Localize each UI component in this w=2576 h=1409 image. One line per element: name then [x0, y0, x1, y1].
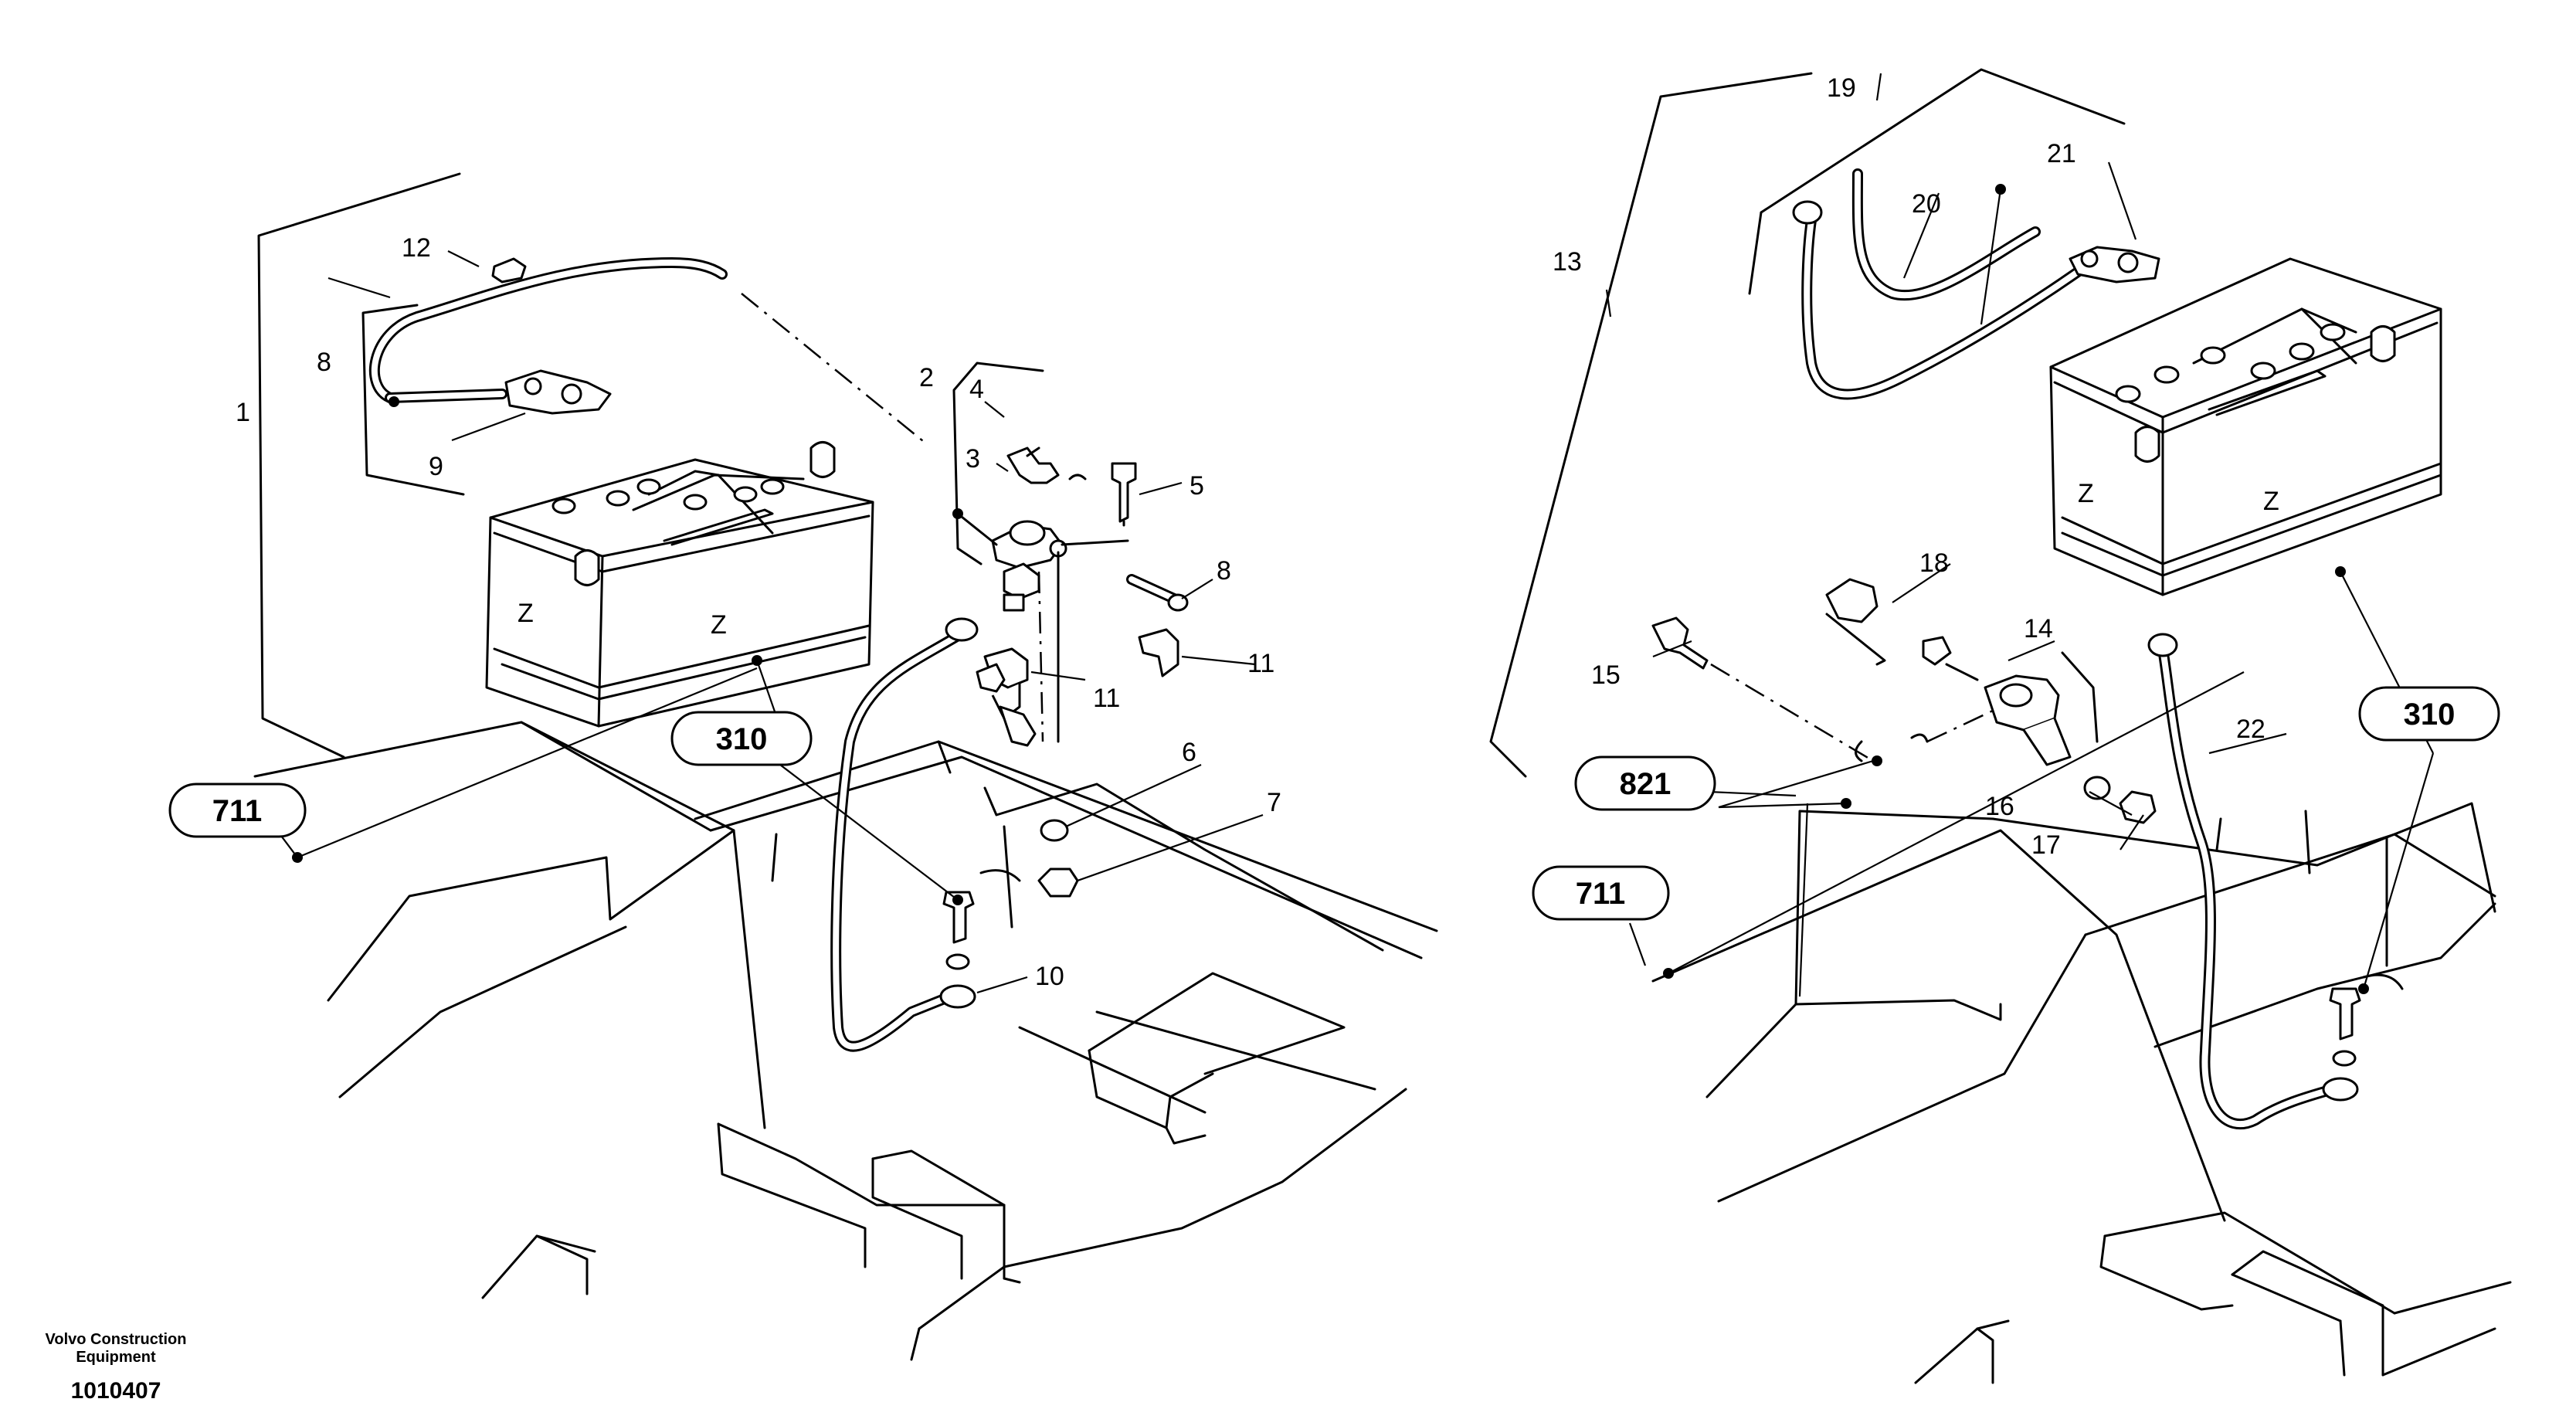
bracket-14 [2061, 651, 2099, 743]
label-22: 22 [2236, 715, 2265, 744]
left-view: Z Z [250, 172, 1438, 1361]
label-13: 13 [1553, 247, 1582, 277]
main-switch-right [1651, 578, 2157, 824]
right-machine-frame [1651, 802, 2512, 1384]
washer-right [2332, 1050, 2357, 1067]
label-12: 12 [402, 233, 431, 263]
label-18: 18 [1919, 548, 1949, 578]
label-1: 1 [236, 398, 250, 427]
company-name-line2: Equipment [76, 1349, 156, 1366]
bolt-310-left [942, 891, 975, 944]
terminal-cap-12 [491, 257, 527, 283]
company-name-line1: Volvo Construction [46, 1331, 187, 1348]
label-8-right: 8 [1217, 556, 1231, 586]
label-14: 14 [2024, 614, 2053, 643]
ref-310-right: 310 [2404, 698, 2456, 732]
bracket-13 [1489, 72, 1813, 778]
cable-19-right [1792, 168, 2160, 400]
label-11-left: 11 [1093, 684, 1120, 713]
label-9: 9 [429, 452, 443, 481]
label-6: 6 [1182, 738, 1196, 767]
bracket-19 [1760, 68, 2126, 214]
left-leaders [250, 250, 1264, 994]
label-19: 19 [1827, 73, 1856, 103]
cable-22-right [2147, 633, 2359, 1130]
battery-marking-right-2: Z [2263, 487, 2279, 516]
label-17: 17 [2031, 830, 2061, 860]
right-battery: Z Z [2049, 257, 2442, 596]
bracket-8 [361, 304, 465, 496]
label-4: 4 [969, 375, 984, 404]
item-numbers: 1 2 3 4 5 6 7 8 8 9 10 11 11 12 13 14 15… [236, 73, 2265, 991]
washer-10 [945, 953, 970, 970]
label-8-top: 8 [317, 348, 331, 377]
dash-line-top [741, 293, 928, 445]
label-2: 2 [919, 363, 934, 392]
bracket-2 [952, 362, 1044, 565]
connectors-left [976, 574, 1189, 747]
ref-821: 821 [1620, 767, 1672, 801]
ref-711-left: 711 [212, 794, 263, 828]
label-20: 20 [1912, 189, 1941, 219]
label-11-right: 11 [1247, 649, 1274, 678]
bracket-1 [257, 172, 461, 759]
label-16: 16 [1985, 792, 2014, 821]
ref-310-left: 310 [716, 722, 768, 756]
cable-8-top [368, 257, 728, 415]
label-21: 21 [2047, 139, 2076, 168]
battery-marking-left: Z [518, 599, 534, 628]
right-view: Z Z [1489, 68, 2512, 1384]
label-7: 7 [1267, 788, 1281, 817]
reference-ovals: 310 310 711 711 821 [168, 686, 2500, 921]
left-battery: Z Z [485, 441, 874, 728]
ground-cable-left [830, 617, 979, 1052]
label-10: 10 [1035, 962, 1064, 991]
nut-7 [1037, 867, 1079, 898]
footer: Volvo Construction Equipment 1010407 [46, 1331, 187, 1404]
drawing-number: 1010407 [71, 1378, 161, 1404]
main-switch-left [952, 446, 1137, 743]
battery-marking-right: Z [2078, 479, 2094, 508]
bolt-310-right [2329, 987, 2361, 1041]
label-5: 5 [1190, 471, 1204, 501]
washer-6 [1040, 819, 1069, 842]
ref-711-right: 711 [1576, 877, 1626, 911]
battery-marking-left-2: Z [711, 610, 727, 640]
left-machine-frame [253, 721, 1438, 1361]
label-15: 15 [1591, 660, 1621, 690]
label-3: 3 [966, 444, 980, 474]
